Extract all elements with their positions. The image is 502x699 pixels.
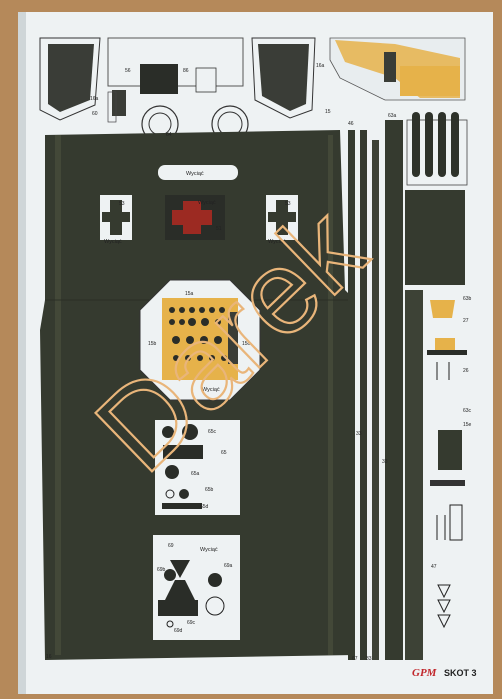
part-number-65b: 65b: [205, 487, 214, 493]
part-number-65: 65: [221, 450, 227, 456]
cut-label-1: Wyciąć: [186, 171, 204, 177]
part-number-47: 47: [431, 564, 437, 570]
part-number-33c: 33: [366, 656, 372, 662]
part-number-46: 46: [348, 121, 354, 127]
part-number-65d: 65d: [200, 504, 209, 510]
part-number-67: 67: [352, 656, 358, 662]
part-number-53b: 53: [285, 201, 291, 207]
small-parts: [427, 300, 467, 629]
lower-parts-panel-2: [153, 535, 240, 640]
part-number-27: 27: [463, 318, 469, 324]
part-number-15c: 15c: [242, 341, 251, 347]
side-strips: [348, 112, 468, 660]
part-number-60: 60: [92, 111, 98, 117]
part-number-51: 51: [216, 226, 222, 232]
cut-label-4: Wyciąć: [268, 239, 286, 245]
part-number-56: 56: [125, 68, 131, 74]
instrument-panel: [139, 279, 261, 401]
publisher-logo: GPM: [412, 667, 438, 679]
part-number-69b: 69b: [157, 567, 166, 573]
part-number-16: 16: [46, 654, 52, 660]
part-number-26: 26: [463, 368, 469, 374]
binding-shadow: [18, 12, 26, 694]
part-number-15: 15: [325, 109, 331, 115]
part-number-65c: 65c: [208, 429, 217, 435]
cut-label-5: Wyciąć: [202, 387, 220, 393]
model-title: SKOT 3: [444, 668, 477, 678]
part-number-15b: 15b: [148, 341, 157, 347]
cut-label-3: Wyciąć: [104, 239, 122, 245]
part-number-65a: 65a: [191, 471, 200, 477]
ochre-panel-part: [329, 37, 466, 101]
part-number-69a: 69a: [224, 563, 233, 569]
hatch-panel: [100, 165, 298, 240]
part-number-33: 33: [356, 431, 362, 437]
part-number-64: 64: [166, 132, 172, 138]
part-number-15e: 15e: [463, 422, 472, 428]
part-number-16b: 16a: [316, 63, 325, 69]
cut-label-2: Wyciąć: [198, 200, 216, 206]
part-number-63c: 63c: [463, 408, 472, 414]
part-number-16a: 16a: [90, 96, 99, 102]
cut-label-6: Wyciąć: [200, 547, 218, 553]
lower-parts-panel-1: [155, 420, 240, 515]
part-number-15a: 15a: [185, 291, 194, 297]
part-number-69c: 69c: [187, 620, 196, 626]
part-number-69d: 69d: [174, 628, 183, 634]
part-number-63b: 63b: [463, 296, 472, 302]
part-number-86: 86: [183, 68, 189, 74]
part-number-63a: 63a: [388, 113, 397, 119]
part-number-69: 69: [168, 543, 174, 549]
part-number-53: 53: [119, 201, 125, 207]
part-number-33b: 33: [382, 459, 388, 465]
